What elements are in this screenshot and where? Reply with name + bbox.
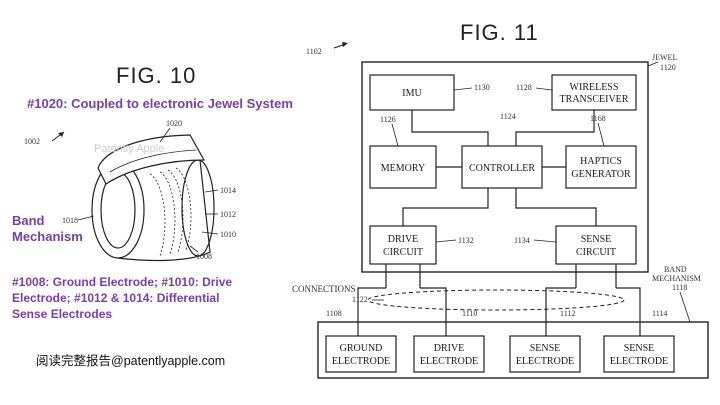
sense-electrode-2-ref: 1114 [652, 309, 667, 318]
sense-circuit-line1: SENSE [581, 234, 612, 245]
drive-electrode-line2: ELECTRODE [420, 356, 478, 367]
band-label-line1: Band [12, 213, 45, 228]
jewel-box [361, 61, 649, 273]
ring-top-flap [97, 134, 206, 185]
drive-circuit-line2: CIRCUIT [383, 247, 423, 258]
watermark: Patently Apple [94, 143, 164, 155]
controller-block [461, 145, 543, 189]
ref-1008: 1008 [196, 252, 212, 261]
band-label-line2: Mechanism [12, 229, 83, 244]
haptics-ref: 1168 [590, 114, 606, 123]
band-mechanism-box [317, 321, 709, 379]
ref-1020: 1020 [166, 119, 182, 128]
ground-electrode-block [325, 335, 397, 373]
sense-electrode-2-line1: SENSE [624, 343, 655, 354]
jewel-label: JEWEL [652, 53, 677, 62]
sense-electrode-2-line2: ELECTRODE [610, 356, 668, 367]
wireless-ref: 1128 [516, 83, 532, 92]
fig11-title: FIG. 11 [460, 20, 539, 45]
sense-circuit-line2: CIRCUIT [576, 247, 616, 258]
fig10-caption-bottom-line2: Electrode; #1012 & 1014: Differential [12, 291, 220, 305]
sense-electrode-1-ref: 1112 [560, 309, 575, 318]
drive-electrode-block [413, 335, 485, 373]
ground-electrode-line2: ELECTRODE [332, 356, 390, 367]
ring-rim-right [181, 159, 215, 257]
ref-1102-arrowhead [342, 42, 348, 47]
drive-electrode-line1: DRIVE [434, 343, 465, 354]
ref-1014: 1014 [220, 186, 236, 195]
fig10-caption-bottom-line1: #1008: Ground Electrode; #1010: Drive [12, 275, 233, 289]
connection-lines [357, 264, 641, 336]
connections-ref: 1122 [352, 295, 368, 304]
drive-circuit-ref: 1132 [458, 236, 474, 245]
ref-1010: 1010 [220, 230, 236, 239]
imu-ref: 1130 [474, 83, 490, 92]
wireless-transceiver-block [551, 74, 637, 111]
fig10-caption-bottom-line3: Sense Electrodes [12, 307, 113, 321]
connections-label: CONNECTIONS [292, 284, 356, 294]
ref-1002-arrowhead [58, 132, 64, 137]
band-label-1: BAND [664, 265, 687, 274]
ground-electrode-ref: 1108 [326, 309, 342, 318]
band-label-2: MECHANISM [652, 274, 701, 283]
ref-1102: 1102 [306, 47, 322, 56]
ref-1012: 1012 [220, 210, 236, 219]
sense-circuit-ref: 1134 [514, 236, 530, 245]
controller-label: CONTROLLER [469, 163, 535, 174]
wireless-line2: TRANSCEIVER [560, 94, 629, 105]
connections-ellipse [367, 289, 625, 311]
sense-circuit-block [555, 225, 637, 265]
source-credit: 阅读完整报告@patentlyapple.com [36, 354, 226, 368]
controller-ref: 1124 [500, 112, 516, 121]
haptics-line2: GENERATOR [571, 169, 631, 180]
fig10-ring-drawing [77, 127, 219, 262]
ref-1018: 1018 [62, 216, 78, 225]
sense-electrode-2-block [603, 335, 675, 373]
memory-block [369, 145, 437, 189]
fig10-caption-top: #1020: Coupled to electronic Jewel Syste… [27, 96, 293, 111]
sense-electrode-1-block [509, 335, 581, 373]
imu-label: IMU [402, 88, 422, 99]
sense-electrode-1-line2: ELECTRODE [516, 356, 574, 367]
ground-electrode-line1: GROUND [340, 343, 383, 354]
drive-circuit-line1: DRIVE [388, 234, 419, 245]
haptics-generator-block [565, 145, 637, 189]
jewel-ref: 1120 [660, 63, 676, 72]
internal-bus-lines [402, 110, 597, 226]
memory-label: MEMORY [381, 163, 425, 174]
band-ref: 1118 [672, 283, 687, 292]
ref-1002: 1002 [24, 137, 40, 146]
drive-circuit-block [369, 225, 437, 265]
wireless-line1: WIRELESS [570, 82, 619, 93]
memory-ref: 1126 [380, 115, 396, 124]
drive-electrode-ref: 1110 [462, 309, 477, 318]
fig10-title: FIG. 10 [116, 63, 197, 88]
sense-electrode-1-line1: SENSE [530, 343, 561, 354]
haptics-line1: HAPTICS [580, 156, 622, 167]
